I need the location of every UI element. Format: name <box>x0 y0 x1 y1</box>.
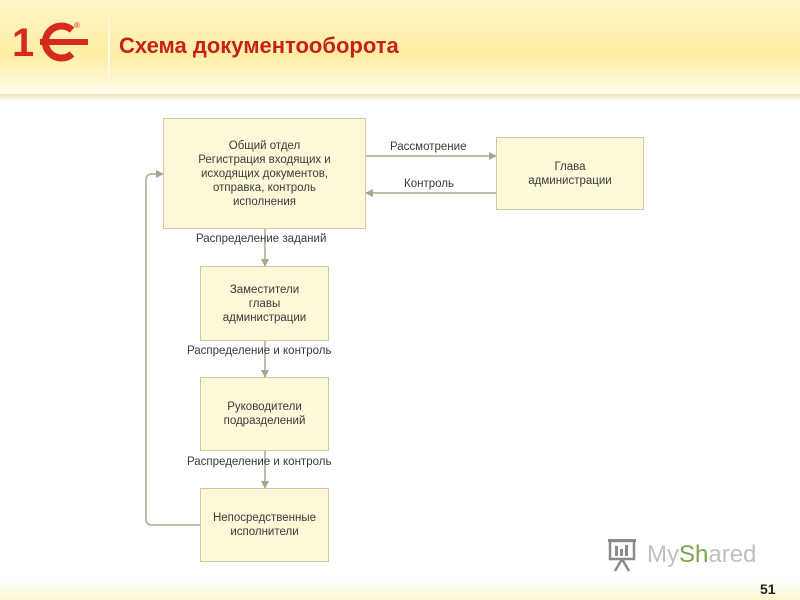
page-title: Схема документооборота <box>119 33 399 58</box>
review-label: Рассмотрение <box>390 141 467 153</box>
task-distribution-label: Распределение заданий <box>196 233 327 245</box>
slide-footer <box>0 578 800 600</box>
slide-header <box>0 0 800 100</box>
head-of-administration-box: Глава администрации <box>496 137 644 210</box>
feedback-loop-arrow <box>145 170 200 526</box>
control-label: Контроль <box>404 178 454 190</box>
watermark-prefix: My <box>647 541 679 568</box>
watermark-text: MyShared <box>647 541 756 569</box>
header-shadow <box>0 94 800 102</box>
executors-box: Непосредственные исполнители <box>200 488 329 562</box>
unit-heads-box: Руководители подразделений <box>200 377 329 451</box>
page-number: 51 <box>760 581 776 597</box>
1c-logo: 1 ® <box>12 21 88 65</box>
svg-text:®: ® <box>74 21 80 30</box>
myshared-watermark: MyShared <box>607 535 767 575</box>
header-divider <box>108 10 110 90</box>
watermark-highlight: Sh <box>679 541 709 568</box>
general-department-box: Общий отдел Регистрация входящих и исход… <box>163 118 366 229</box>
distribution-control-label-1: Распределение и контроль <box>187 345 332 357</box>
deputies-box: Заместители главы администрации <box>200 266 329 341</box>
watermark-rest: ared <box>708 541 757 568</box>
svg-text:1: 1 <box>12 21 34 65</box>
presentation-board-icon <box>608 539 636 572</box>
distribution-control-label-2: Распределение и контроль <box>187 456 332 468</box>
